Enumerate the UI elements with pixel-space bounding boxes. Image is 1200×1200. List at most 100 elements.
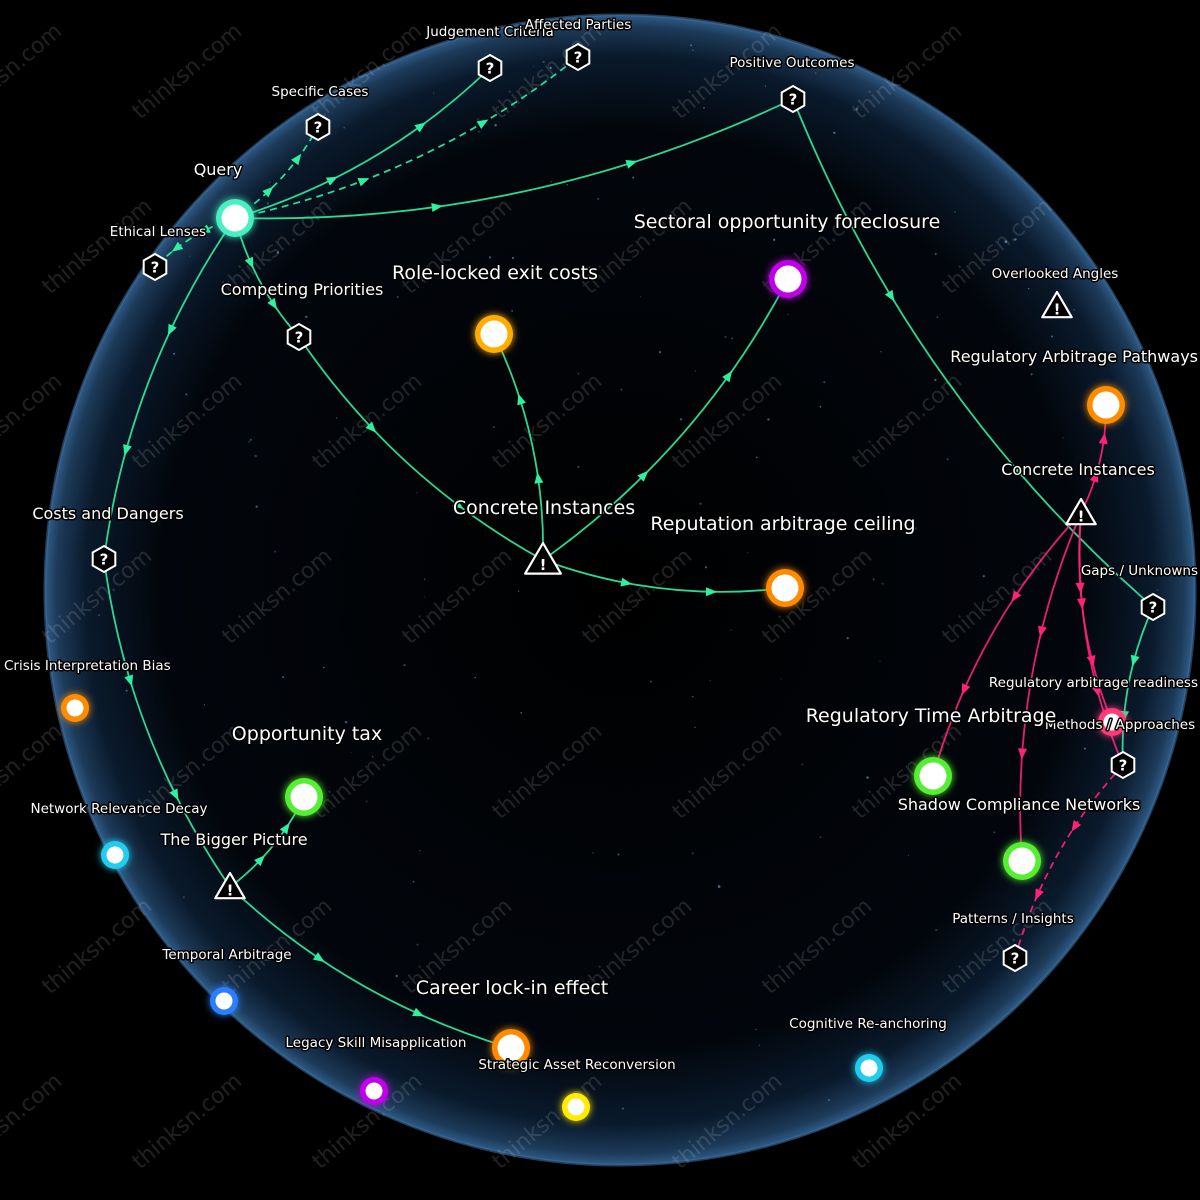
edge-positive_outcomes-gaps_unknowns: [792, 98, 1154, 608]
node-label-methods-approaches: Methods / Approaches: [1045, 717, 1195, 733]
svg-text:?: ?: [1011, 950, 1020, 968]
node-core: [480, 320, 508, 348]
edge-concrete_center-role_locked: [493, 333, 545, 561]
warning-triangle-icon[interactable]: !: [1041, 290, 1073, 318]
question-hex-icon[interactable]: ?: [286, 322, 312, 352]
question-hex-icon[interactable]: ?: [142, 252, 168, 282]
node-label-shadow-compliance: Shadow Compliance Networks: [898, 795, 1141, 814]
svg-text:!: !: [1078, 507, 1085, 525]
question-hex-icon[interactable]: ?: [1002, 943, 1028, 973]
node-label-judgement-criteria: Judgement Criteria: [425, 24, 553, 40]
question-hex-icon[interactable]: ?: [780, 84, 806, 114]
node-core: [66, 699, 84, 717]
question-hex-icon[interactable]: ?: [565, 42, 591, 72]
node-label-role-locked: Role-locked exit costs: [392, 262, 598, 284]
warning-triangle-icon[interactable]: !: [524, 541, 562, 575]
node-label-costs-dangers: Costs and Dangers: [32, 504, 183, 523]
node-label-specific-cases: Specific Cases: [272, 84, 369, 100]
node-legacy-skill[interactable]: [360, 1077, 388, 1105]
node-label-cognitive-reanchoring: Cognitive Re-anchoring: [789, 1016, 947, 1032]
node-career-lockin[interactable]: [492, 1029, 530, 1067]
node-label-bigger-picture: The Bigger Picture: [159, 830, 307, 849]
node-strategic-asset[interactable]: [562, 1093, 590, 1121]
node-affected-parties[interactable]: ?: [565, 42, 591, 72]
question-hex-icon[interactable]: ?: [1110, 750, 1136, 780]
svg-text:?: ?: [314, 119, 323, 137]
node-bigger-picture[interactable]: !: [214, 871, 246, 899]
node-network-decay[interactable]: [101, 841, 129, 869]
node-label-temporal-arb: Temporal Arbitrage: [161, 947, 291, 963]
watermark-text: thinksn.com: [0, 369, 67, 475]
node-concrete-right[interactable]: !: [1065, 497, 1097, 525]
sphere-rim: [43, 13, 1197, 1167]
node-label-gaps-unknowns: Gaps / Unknowns: [1081, 563, 1198, 579]
node-label-concrete-center: Concrete Instances: [453, 497, 635, 519]
node-competing-priorities[interactable]: ?: [286, 322, 312, 352]
question-hex-icon[interactable]: ?: [305, 112, 331, 142]
edge-concrete_right-reg_time_arb: [932, 512, 1082, 777]
edge-query-costs_dangers: [103, 217, 236, 560]
node-sectoral[interactable]: [769, 260, 807, 298]
node-temporal-arb[interactable]: [210, 987, 238, 1015]
warning-triangle-icon[interactable]: !: [1065, 497, 1097, 525]
node-label-reputation: Reputation arbitrage ceiling: [650, 513, 915, 535]
node-reg-time-arb[interactable]: [914, 757, 952, 795]
node-specific-cases[interactable]: ?: [305, 112, 331, 142]
node-costs-dangers[interactable]: ?: [91, 544, 117, 574]
node-methods-approaches[interactable]: ?: [1110, 750, 1136, 780]
svg-text:?: ?: [1149, 599, 1158, 617]
warning-triangle-icon[interactable]: !: [214, 871, 246, 899]
node-core: [497, 1034, 525, 1062]
svg-text:!: !: [1054, 300, 1061, 318]
node-judgement-criteria[interactable]: ?: [477, 53, 503, 83]
svg-text:?: ?: [151, 259, 160, 277]
svg-text:?: ?: [574, 49, 583, 67]
node-label-reg-arb-pathways: Regulatory Arbitrage Pathways: [950, 347, 1198, 366]
node-core: [290, 783, 318, 811]
node-concrete-center[interactable]: !: [524, 541, 562, 575]
node-core: [567, 1098, 585, 1116]
question-hex-icon[interactable]: ?: [477, 53, 503, 83]
node-reg-arb-pathways[interactable]: [1087, 386, 1125, 424]
node-core: [215, 992, 233, 1010]
node-core: [771, 574, 799, 602]
edge-query-affected_parties: [234, 56, 579, 219]
node-label-query: Query: [194, 160, 243, 179]
node-reputation[interactable]: [766, 569, 804, 607]
question-hex-icon[interactable]: ?: [91, 544, 117, 574]
sphere-background: [45, 15, 1195, 1165]
svg-text:?: ?: [100, 551, 109, 569]
node-opportunity-tax[interactable]: [285, 778, 323, 816]
watermark-text: thinksn.com: [38, 894, 157, 1000]
node-patterns-insights[interactable]: ?: [1002, 943, 1028, 973]
node-label-concrete-right: Concrete Instances: [1001, 460, 1155, 479]
node-overlooked-angles[interactable]: !: [1041, 290, 1073, 318]
edge-competing_priorities-concrete_center: [298, 336, 544, 561]
edge-bigger_picture-career_lockin: [229, 886, 512, 1049]
svg-text:?: ?: [295, 329, 304, 347]
node-shadow-compliance[interactable]: [1003, 842, 1041, 880]
node-crisis-bias[interactable]: [61, 694, 89, 722]
node-core: [919, 762, 947, 790]
node-gaps-unknowns[interactable]: ?: [1140, 592, 1166, 622]
node-label-affected-parties: Affected Parties: [525, 17, 631, 33]
node-label-patterns-insights: Patterns / Insights: [952, 911, 1074, 927]
node-role-locked[interactable]: [475, 315, 513, 353]
node-positive-outcomes[interactable]: ?: [780, 84, 806, 114]
node-label-network-decay: Network Relevance Decay: [30, 801, 207, 817]
node-query[interactable]: [216, 199, 254, 237]
edge-methods_approaches-patterns_insights: [1014, 764, 1124, 959]
node-core: [221, 204, 249, 232]
edge-concrete_right-shadow_compliance: [1018, 512, 1082, 862]
node-core: [106, 846, 124, 864]
node-reg-readiness[interactable]: [1098, 708, 1126, 736]
node-ethical-lenses[interactable]: ?: [142, 252, 168, 282]
edge-query-positive_outcomes: [234, 98, 794, 220]
svg-text:?: ?: [1119, 757, 1128, 775]
question-hex-icon[interactable]: ?: [1140, 592, 1166, 622]
node-label-reg-time-arb: Regulatory Time Arbitrage: [806, 705, 1057, 727]
node-cognitive-reanchoring[interactable]: [855, 1054, 883, 1082]
node-core: [1008, 847, 1036, 875]
